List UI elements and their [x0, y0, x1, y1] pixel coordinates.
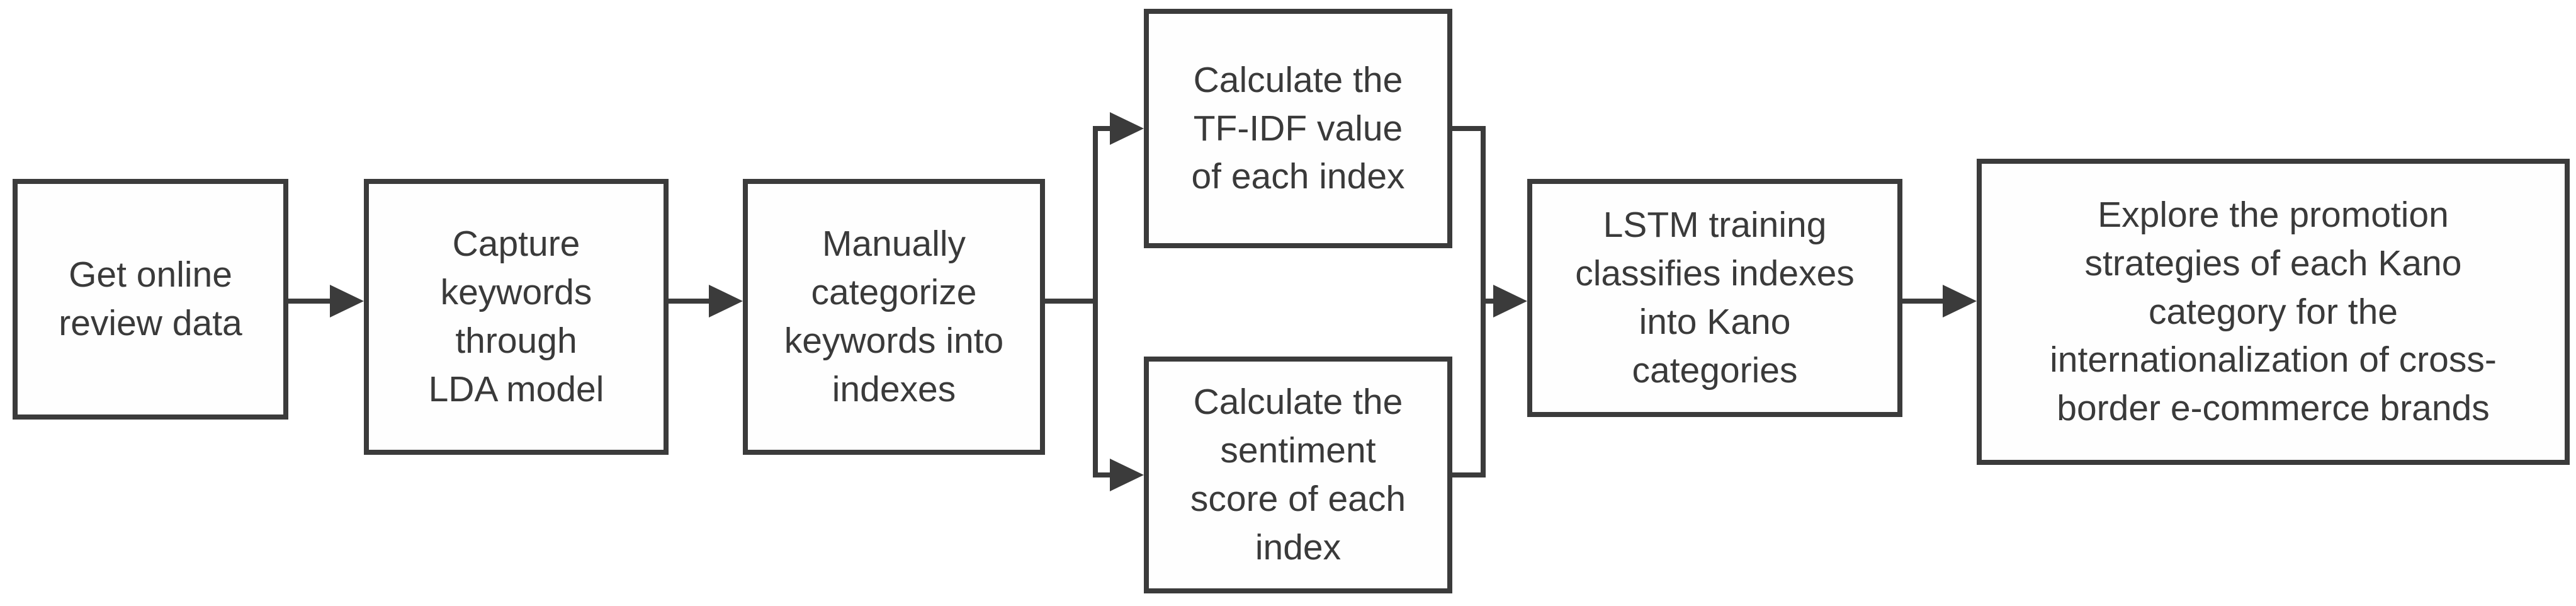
connector-lstm-explore-line [1902, 299, 1945, 304]
flow-box-lstm-kano-label: LSTM training classifies indexes into Ka… [1575, 205, 1855, 391]
connector-capture-categorize-line [669, 299, 713, 304]
flow-box-explore-strategies: Explore the promotion strategies of each… [1977, 159, 2570, 465]
connector-getdata-capture-line [288, 299, 332, 304]
connector-split-top-line [1098, 126, 1113, 131]
connector-merge-stem-line [1486, 299, 1496, 304]
connector-split-stem-line [1045, 299, 1098, 304]
flow-box-categorize-keywords: Manually categorize keywords into indexe… [743, 179, 1045, 455]
arrowhead-merge-lstm [1493, 285, 1527, 317]
flow-box-calc-tfidf-label: Calculate the TF-IDF value of each index [1191, 59, 1405, 197]
flow-box-calc-tfidf: Calculate the TF-IDF value of each index [1144, 9, 1452, 248]
flow-box-get-online-review-data-label: Get online review data [59, 254, 242, 343]
arrowhead-categorize-sentiment [1110, 459, 1144, 491]
arrowhead-capture-categorize [709, 285, 743, 317]
flow-box-capture-keywords-lda-label: Capture keywords through LDA model [428, 224, 604, 409]
flow-box-get-online-review-data: Get online review data [13, 179, 288, 420]
connector-split-vertical-line [1093, 126, 1098, 477]
connector-merge-bottom-stub-line [1452, 472, 1484, 477]
arrowhead-categorize-tfidf [1110, 112, 1144, 145]
connector-merge-top-stub-line [1452, 126, 1484, 131]
flow-box-categorize-keywords-label: Manually categorize keywords into indexe… [784, 224, 1004, 409]
arrowhead-lstm-explore [1943, 285, 1977, 317]
connector-merge-vertical-line [1481, 126, 1486, 477]
flow-box-explore-strategies-label: Explore the promotion strategies of each… [2050, 194, 2497, 429]
flow-box-calc-sentiment-label: Calculate the sentiment score of each in… [1190, 382, 1406, 568]
flow-box-calc-sentiment: Calculate the sentiment score of each in… [1144, 357, 1452, 593]
connector-split-bottom-line [1098, 472, 1113, 477]
flow-box-lstm-kano: LSTM training classifies indexes into Ka… [1527, 179, 1902, 417]
flow-box-capture-keywords-lda: Capture keywords through LDA model [364, 179, 669, 455]
arrowhead-getdata-capture [330, 285, 364, 317]
